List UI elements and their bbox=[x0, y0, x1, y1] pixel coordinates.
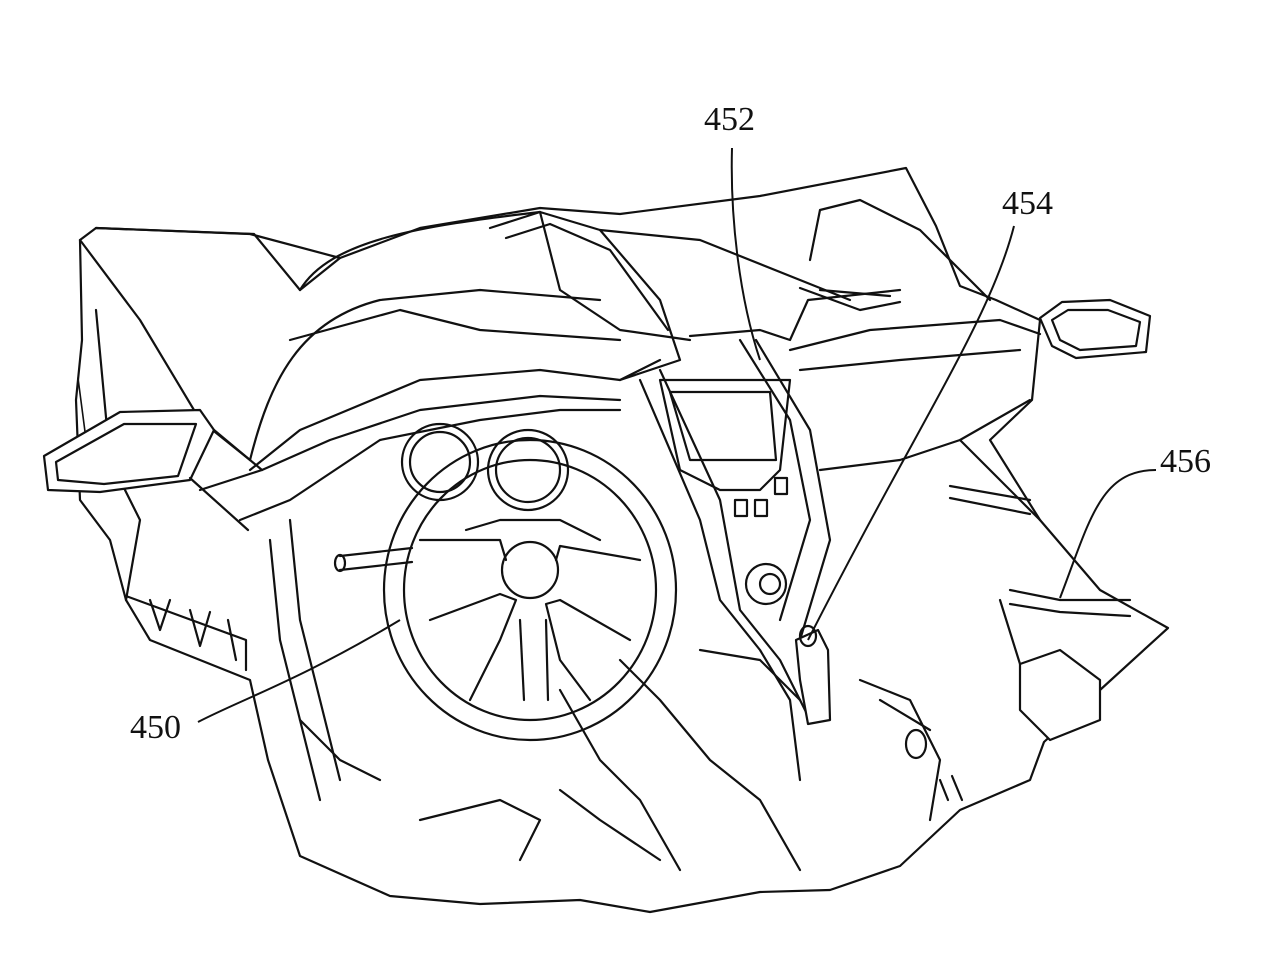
ref-label-456: 456 bbox=[1160, 443, 1211, 480]
ref-label-454: 454 bbox=[1002, 185, 1053, 222]
ref-label-450: 450 bbox=[130, 709, 181, 746]
cockpit-body-outline bbox=[76, 168, 1168, 912]
ref-label-452: 452 bbox=[704, 101, 755, 138]
right-mirror bbox=[1040, 300, 1150, 358]
